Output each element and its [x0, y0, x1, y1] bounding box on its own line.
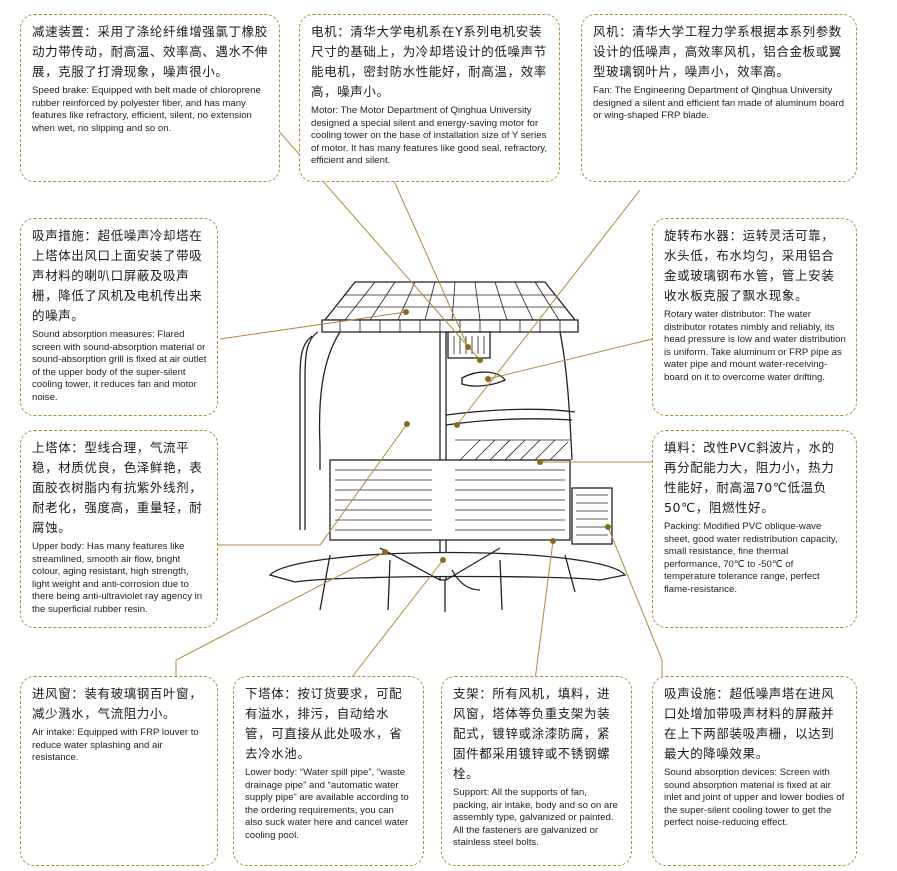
callout-motor-en: Motor: The Motor Department of Qinghua U… — [311, 105, 548, 167]
callout-lower-body-en: Lower body: “Water spill pipe”, “waste d… — [245, 767, 409, 841]
callout-markers — [382, 309, 611, 563]
callout-speed-brake-en: Speed brake: Equipped with belt made of … — [32, 85, 261, 134]
callout-distributor-zh: 旋转布水器：运转灵活可靠，水头低，布水均匀，采用铝合金或玻璃钢布水管，管上安装收… — [664, 228, 835, 303]
callout-packing-en: Packing: Modified PVC oblique-wave sheet… — [664, 521, 838, 595]
callout-motor: 电机：清华大学电机系在Y系列电机安装尺寸的基础上，为冷却塔设计的低噪声节能电机，… — [299, 14, 560, 182]
callout-upper-body-zh: 上塔体：型线合理，气流平稳，材质优良，色泽鲜艳，表面胶衣树脂内有抗紫外线剂，耐老… — [32, 440, 203, 535]
callout-fan: 风机：清华大学工程力学系根据本系列参数设计的低噪声，高效率风机，铝合金板或翼型玻… — [581, 14, 857, 182]
callout-packing: 填料：改性PVC斜波片，水的再分配能力大，阻力小，热力性能好，耐高温70℃低温负… — [652, 430, 857, 628]
leader-lines — [175, 111, 663, 687]
callout-sound-absorption-devices: 吸声设施：超低噪声塔在进风口处增加带吸声材料的屏蔽并在上下两部装吸声栅，以达到最… — [652, 676, 857, 866]
callout-sound-absorption-measures: 吸声措施：超低噪声冷却塔在上塔体出风口上面安装了带吸声材料的喇叭口屏蔽及吸声栅，… — [20, 218, 218, 416]
callout-lower-body-zh: 下塔体：按订货要求，可配有溢水，排污，自动给水管，可直接从此处吸水，省去冷水池。 — [245, 686, 403, 761]
callout-sound-devices-en: Sound absorption devices: Screen with so… — [664, 767, 845, 829]
callout-support-zh: 支架：所有风机，填料，进风窗，塔体等负重支架为装配式，镀锌或涂漆防腐，紧固件都采… — [453, 686, 611, 781]
callout-sound-measures-en: Sound absorption measures: Flared screen… — [32, 329, 207, 403]
callout-fan-zh: 风机：清华大学工程力学系根据本系列参数设计的低噪声，高效率风机，铝合金板或翼型玻… — [593, 24, 842, 79]
callout-air-intake: 进风窗：装有玻璃钢百叶窗，减少溅水，气流阻力小。 Air intake: Equ… — [20, 676, 218, 866]
callout-motor-zh: 电机：清华大学电机系在Y系列电机安装尺寸的基础上，为冷却塔设计的低噪声节能电机，… — [311, 24, 547, 99]
callout-rotary-water-distributor: 旋转布水器：运转灵活可靠，水头低，布水均匀，采用铝合金或玻璃钢布水管，管上安装收… — [652, 218, 857, 416]
callout-lower-body: 下塔体：按订货要求，可配有溢水，排污，自动给水管，可直接从此处吸水，省去冷水池。… — [233, 676, 424, 866]
callout-air-intake-zh: 进风窗：装有玻璃钢百叶窗，减少溅水，气流阻力小。 — [32, 686, 203, 721]
callout-upper-body-en: Upper body: Has many features like strea… — [32, 541, 203, 615]
callout-distributor-en: Rotary water distributor: The water dist… — [664, 309, 846, 383]
callout-sound-devices-zh: 吸声设施：超低噪声塔在进风口处增加带吸声材料的屏蔽并在上下两部装吸声栅，以达到最… — [664, 686, 835, 761]
callout-speed-brake-zh: 减速装置：采用了涤纶纤维增强氯丁橡胶动力带传动，耐高温、效率高、遇水不伸展，克服… — [32, 24, 268, 79]
callout-packing-zh: 填料：改性PVC斜波片，水的再分配能力大，阻力小，热力性能好，耐高温70℃低温负… — [664, 440, 835, 515]
callout-speed-brake: 减速装置：采用了涤纶纤维增强氯丁橡胶动力带传动，耐高温、效率高、遇水不伸展，克服… — [20, 14, 280, 182]
cooling-tower-drawing — [268, 281, 627, 612]
callout-sound-measures-zh: 吸声措施：超低噪声冷却塔在上塔体出风口上面安装了带吸声材料的喇叭口屏蔽及吸声栅，… — [32, 228, 203, 323]
callout-fan-en: Fan: The Engineering Department of Qingh… — [593, 85, 845, 122]
callout-upper-body: 上塔体：型线合理，气流平稳，材质优良，色泽鲜艳，表面胶衣树脂内有抗紫外线剂，耐老… — [20, 430, 218, 628]
callout-support: 支架：所有风机，填料，进风窗，塔体等负重支架为装配式，镀锌或涂漆防腐，紧固件都采… — [441, 676, 632, 866]
callout-support-en: Support: All the supports of fan, packin… — [453, 787, 618, 849]
callout-air-intake-en: Air intake: Equipped with FRP louver to … — [32, 727, 199, 764]
